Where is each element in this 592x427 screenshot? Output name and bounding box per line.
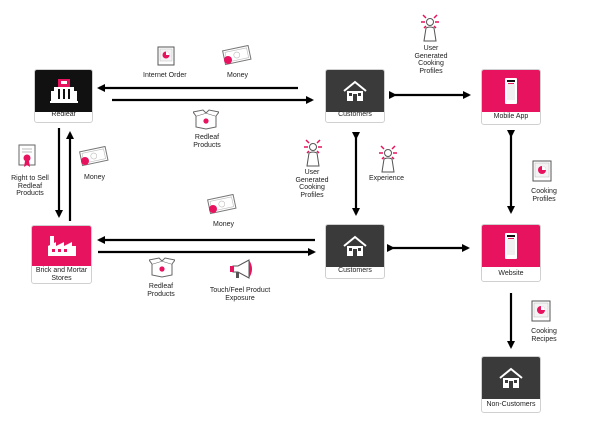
node-label: Customers bbox=[338, 111, 372, 119]
node-label: Brick and Mortar Stores bbox=[35, 267, 88, 282]
label-cooking-recipes: Cooking Recipes bbox=[531, 328, 557, 343]
node-label: Non-Customers bbox=[486, 401, 536, 409]
node-mobile-app[interactable]: Mobile App bbox=[481, 69, 541, 125]
person-idea-icon bbox=[419, 12, 441, 42]
chart-document-icon bbox=[531, 300, 551, 322]
node-non-customers[interactable]: Non-Customers bbox=[481, 356, 541, 413]
banknote-icon bbox=[205, 194, 239, 216]
house-icon bbox=[499, 367, 523, 388]
node-label: Mobile App bbox=[493, 113, 529, 121]
person-idea-icon bbox=[302, 137, 324, 167]
open-box-icon bbox=[149, 256, 175, 278]
house-icon bbox=[343, 80, 367, 101]
label-money-bottom: Money bbox=[213, 221, 235, 228]
node-customers-bottom[interactable]: Customers bbox=[325, 224, 385, 279]
chart-document-icon bbox=[157, 46, 175, 66]
label-money-top: Money bbox=[227, 72, 249, 79]
label-touch-feel: Touch/Feel Product Exposure bbox=[209, 287, 271, 302]
label-ugc-top: User Generated Cooking Profiles bbox=[414, 45, 448, 75]
node-label: Customers bbox=[338, 267, 372, 275]
label-redleaf-products-top: Redleaf Products bbox=[193, 134, 221, 149]
phone-icon bbox=[505, 233, 517, 259]
open-box-icon bbox=[193, 108, 219, 130]
label-right-to-sell: Right to Sell Redleaf Products bbox=[11, 175, 49, 198]
store-building-icon bbox=[49, 79, 78, 103]
house-icon bbox=[343, 235, 367, 256]
label-redleaf-products-bottom: Redleaf Products bbox=[147, 283, 175, 298]
phone-icon bbox=[505, 78, 517, 104]
label-ugc-mid: User Generated Cooking Profiles bbox=[295, 169, 329, 199]
node-brick-mortar[interactable]: Brick and Mortar Stores bbox=[31, 225, 92, 284]
node-customers-top[interactable]: Customers bbox=[325, 69, 385, 123]
chart-document-icon bbox=[532, 160, 552, 182]
person-idea-icon bbox=[377, 143, 399, 173]
banknote-icon bbox=[77, 146, 111, 168]
node-label: Redleaf bbox=[51, 111, 76, 119]
label-money-left: Money bbox=[84, 174, 106, 181]
banknote-icon bbox=[220, 45, 254, 67]
label-experience: Experience bbox=[369, 175, 405, 182]
label-internet-order: Internet Order bbox=[143, 72, 187, 79]
certificate-icon bbox=[18, 144, 36, 168]
factory-icon bbox=[47, 236, 76, 256]
node-website[interactable]: Website bbox=[481, 224, 541, 282]
megaphone-icon bbox=[229, 258, 257, 280]
node-label: Website bbox=[498, 270, 524, 278]
label-cooking-profiles: Cooking Profiles bbox=[531, 188, 557, 203]
node-redleaf[interactable]: Redleaf bbox=[34, 69, 93, 123]
